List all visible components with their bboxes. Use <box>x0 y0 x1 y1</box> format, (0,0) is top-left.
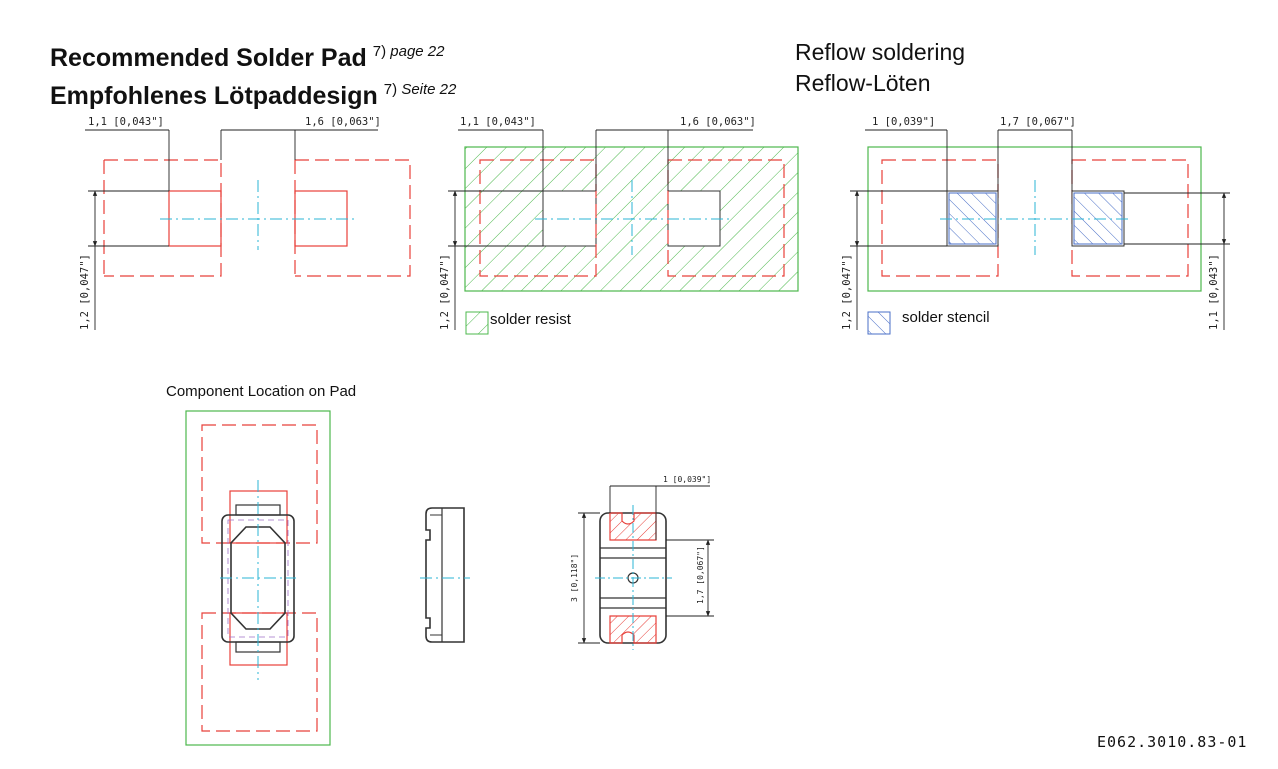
process-title-german: Reflow-Löten <box>795 70 931 96</box>
title-line1-ref: 7) page 22 <box>372 43 445 60</box>
dim-stencil-width-label: 1,2 [0,047"] <box>841 254 853 330</box>
dim-resist-width-label: 1,2 [0,047"] <box>439 254 451 330</box>
legend-solder-stencil-swatch <box>867 311 891 335</box>
dim-component-terminal-label: 1 [0,039"] <box>663 475 711 484</box>
title-block: Recommended Solder Pad 7) page 22 Empfohl… <box>50 36 456 112</box>
legend-solder-resist-label: solder resist <box>490 311 571 328</box>
title-german: Empfohlenes Lötpaddesign 7) Seite 22 <box>50 74 456 112</box>
pad-layout-basic: 1,1 [0,043"] 1,6 [0,063"] 1,2 [0,047"] <box>79 116 411 330</box>
document-code: E062.3010.83-01 <box>1097 733 1248 751</box>
dim-component-pitch-label: 1,7 [0,067"] <box>696 546 705 604</box>
legend-solder-resist-swatch <box>465 311 489 335</box>
dim-stencil-gap-label: 1 [0,039"] <box>872 116 935 128</box>
title-line2-ref: 7) Seite 22 <box>383 81 457 98</box>
dim-resist-length-label: 1,6 [0,063"] <box>680 116 756 128</box>
legend-solder-stencil-label: solder stencil <box>902 309 990 326</box>
dim-pad-length-label: 1,6 [0,063"] <box>305 116 381 128</box>
component-on-pad-view <box>185 410 331 746</box>
dim-pad-width-label: 1,2 [0,047"] <box>79 254 91 330</box>
component-side-view <box>420 507 470 643</box>
process-title: Reflow soldering Reflow-Löten <box>795 37 965 99</box>
dim-resist-gap-label: 1,1 [0,043"] <box>460 116 536 128</box>
title-english: Recommended Solder Pad 7) page 22 <box>50 36 456 74</box>
title-line1: Recommended Solder Pad <box>50 44 367 72</box>
dim-pad-gap-label: 1,1 [0,043"] <box>88 116 164 128</box>
title-line2: Empfohlenes Lötpaddesign <box>50 82 378 110</box>
dim-stencil-pitch-label: 1,7 [0,067"] <box>1000 116 1076 128</box>
pad-layout-solder-resist: 1,1 [0,043"] 1,6 [0,063"] 1,2 [0,047"] <box>439 116 799 335</box>
dim-stencil-aperture-label: 1,1 [0,043"] <box>1208 254 1220 330</box>
pad-layout-solder-stencil: 1 [0,039"] 1,7 [0,067"] 1,2 [0,047"] 1,1… <box>841 116 1230 335</box>
component-location-heading: Component Location on Pad <box>166 383 357 400</box>
component-bottom-view: 1 [0,039"] 3 [0,118"] 1,7 [0,067"] <box>570 475 714 650</box>
dim-component-length-label: 3 [0,118"] <box>570 554 579 602</box>
process-title-english: Reflow soldering <box>795 39 966 65</box>
